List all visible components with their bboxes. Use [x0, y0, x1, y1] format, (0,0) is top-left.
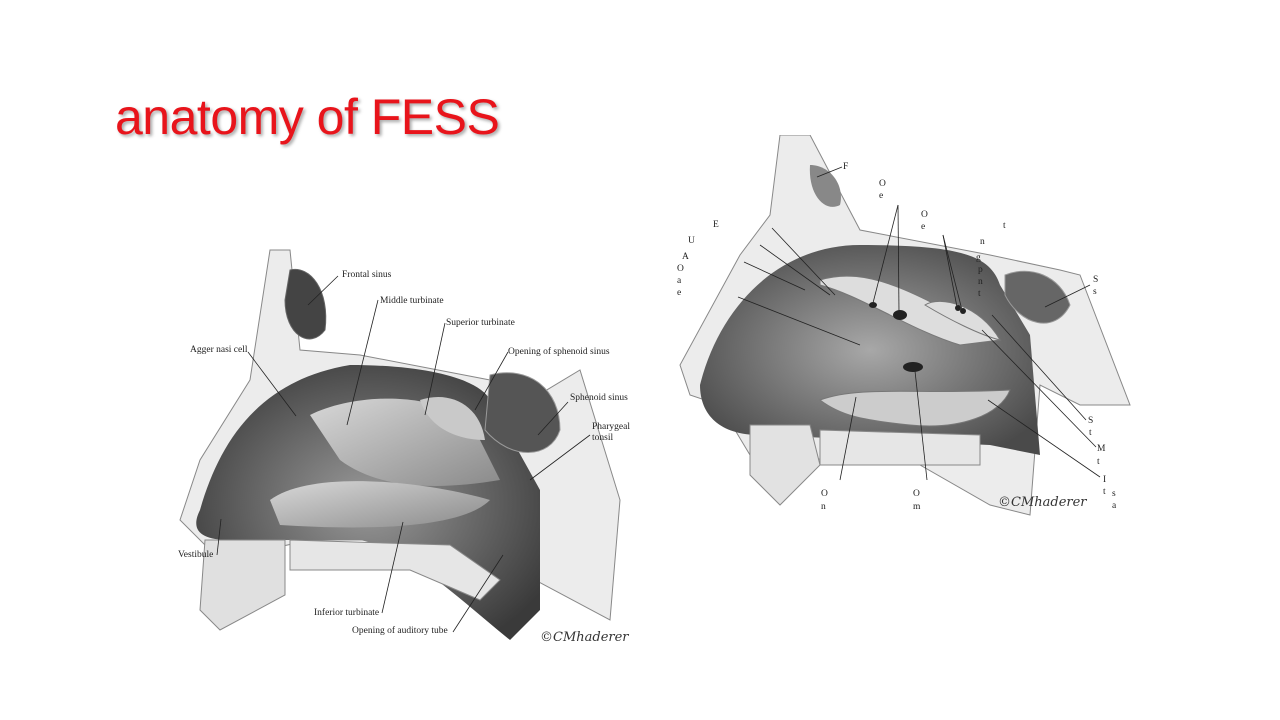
slide-title: anatomy of FESS [115, 89, 500, 145]
label-fragment: O [677, 264, 684, 274]
label-vestibule: Vestibule [178, 550, 214, 560]
nasal-cavity-illustration-labeled: Frontal sinus Middle turbinate Superior … [160, 240, 640, 660]
label-middle-turbinate: Middle turbinate [380, 296, 444, 306]
label-pharyngeal-tonsil-line2: tonsil [592, 433, 614, 443]
label-fragment: O [821, 489, 828, 499]
label-fragment: A [682, 252, 689, 262]
label-fragment: U [688, 236, 695, 246]
label-fragment: e [879, 191, 884, 201]
label-fragment: E [713, 220, 719, 230]
lateral-nasal-wall-illustration: F O e O e t E U A O a e n g p n t S s S … [660, 135, 1140, 535]
label-fragment: O [879, 179, 886, 189]
label-fragment: t [978, 289, 981, 299]
label-superior-turbinate: Superior turbinate [446, 318, 515, 328]
label-fragment: m [913, 502, 921, 512]
label-fragment: O [921, 210, 928, 220]
label-fragment: s [1093, 287, 1097, 297]
label-fragment: t [1097, 457, 1100, 467]
label-fragment: M [1097, 444, 1106, 454]
label-opening-sphenoid-sinus: Opening of sphenoid sinus [508, 347, 610, 357]
label-opening-auditory-tube: Opening of auditory tube [352, 626, 448, 636]
label-fragment: S [1088, 416, 1094, 426]
label-pharyngeal-tonsil-line1: Pharygeal [592, 422, 630, 432]
label-fragment: n [978, 277, 983, 287]
label-fragment: t [1103, 487, 1106, 497]
label-fragment: t [1003, 221, 1006, 231]
illustrator-signature: ©CMhaderer [540, 630, 629, 645]
label-fragment: I [1103, 475, 1107, 485]
label-frontal-sinus: Frontal sinus [342, 270, 392, 280]
nasal-cavity-drawing [179, 249, 621, 640]
label-fragment: g [976, 253, 981, 263]
label-fragment: n [980, 237, 985, 247]
label-fragment: e [677, 288, 682, 298]
label-agger-nasi-cell: Agger nasi cell [190, 345, 248, 355]
label-fragment: e [921, 222, 926, 232]
illustrator-signature: ©CMhaderer [998, 495, 1087, 510]
label-fragment: a [1112, 501, 1117, 511]
lateral-wall-drawing [679, 135, 1131, 516]
label-fragment: s [1112, 489, 1116, 499]
label-fragment: O [913, 489, 920, 499]
label-sphenoid-sinus: Sphenoid sinus [570, 393, 628, 403]
label-fragment: F [843, 162, 849, 172]
label-fragment: n [821, 502, 826, 512]
label-inferior-turbinate: Inferior turbinate [314, 608, 380, 618]
label-fragment: a [677, 276, 682, 286]
label-fragment: t [1089, 428, 1092, 438]
label-fragment: S [1093, 275, 1099, 285]
label-fragment: p [978, 265, 983, 275]
